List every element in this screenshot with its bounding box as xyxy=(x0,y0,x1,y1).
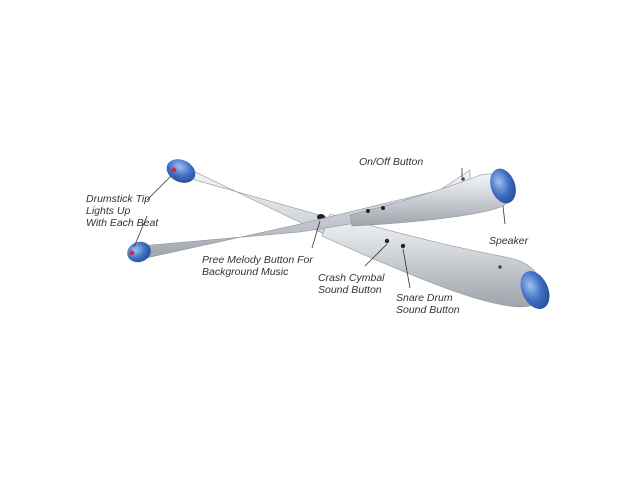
power-label-line-1: On/Off Button xyxy=(359,156,424,168)
snare-label-line-2: Sound Button xyxy=(396,304,460,316)
drumstick-b xyxy=(127,168,516,263)
melody-label-line-2: Background Music xyxy=(202,266,289,278)
melody-label: Pree Melody Button For Background Music xyxy=(202,254,313,278)
drumstick-a xyxy=(166,159,550,309)
crash-label-line-1: Crash Cymbal xyxy=(318,272,385,284)
speaker-label: Speaker xyxy=(489,235,528,247)
speaker-label-line-1: Speaker xyxy=(489,235,529,247)
tip-label: Drumstick Tip Lights Up With Each Beat xyxy=(86,193,158,229)
tip-label-line-2: Lights Up xyxy=(86,205,131,217)
melody-label-line-1: Pree Melody Button For xyxy=(202,254,313,266)
crash-label: Crash Cymbal Sound Button xyxy=(318,272,385,296)
power-label: On/Off Button xyxy=(359,156,423,168)
snare-label: Snare Drum Sound Button xyxy=(396,292,460,316)
tip-label-line-3: With Each Beat xyxy=(86,217,159,229)
callout-leaders xyxy=(133,168,506,289)
tip-label-line-1: Drumstick Tip xyxy=(86,193,151,205)
snare-label-line-1: Snare Drum xyxy=(396,292,453,304)
crash-label-line-2: Sound Button xyxy=(318,284,382,296)
